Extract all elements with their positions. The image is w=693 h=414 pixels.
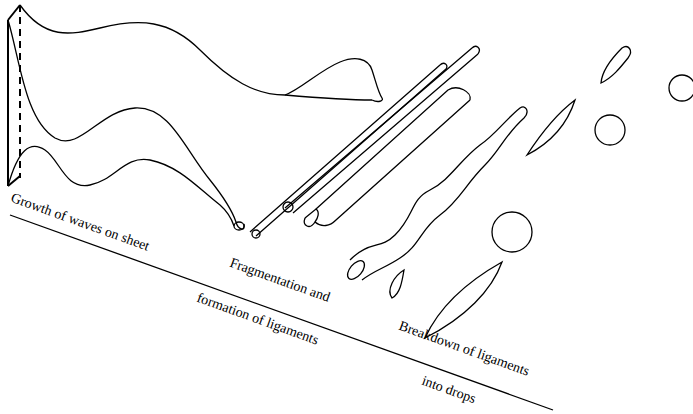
sheet-edge (7, 20, 9, 186)
stage-label: into drops (420, 373, 478, 407)
nozzle-edge (19, 5, 21, 178)
ligament (350, 107, 527, 280)
ligament (283, 202, 293, 212)
ligament-end (344, 258, 367, 283)
sheet-edge (8, 5, 20, 20)
drop (390, 270, 404, 298)
sheet-wave (8, 20, 244, 229)
ligament (252, 230, 260, 238)
drop (595, 115, 625, 145)
stage-label: Breakdown of ligaments (397, 318, 532, 380)
ligament (304, 100, 470, 226)
baseline (10, 215, 553, 410)
ligament (472, 46, 479, 54)
drop (425, 262, 502, 338)
sheet-surface (20, 5, 382, 101)
ligament (316, 88, 470, 209)
ligament (250, 65, 446, 236)
ligament (440, 63, 447, 69)
ligament (285, 48, 478, 213)
drop (669, 75, 693, 101)
drop (492, 212, 532, 252)
drop (527, 100, 575, 155)
sheet-rim (234, 222, 244, 230)
sheet-rim (285, 95, 372, 100)
drop (601, 47, 630, 83)
